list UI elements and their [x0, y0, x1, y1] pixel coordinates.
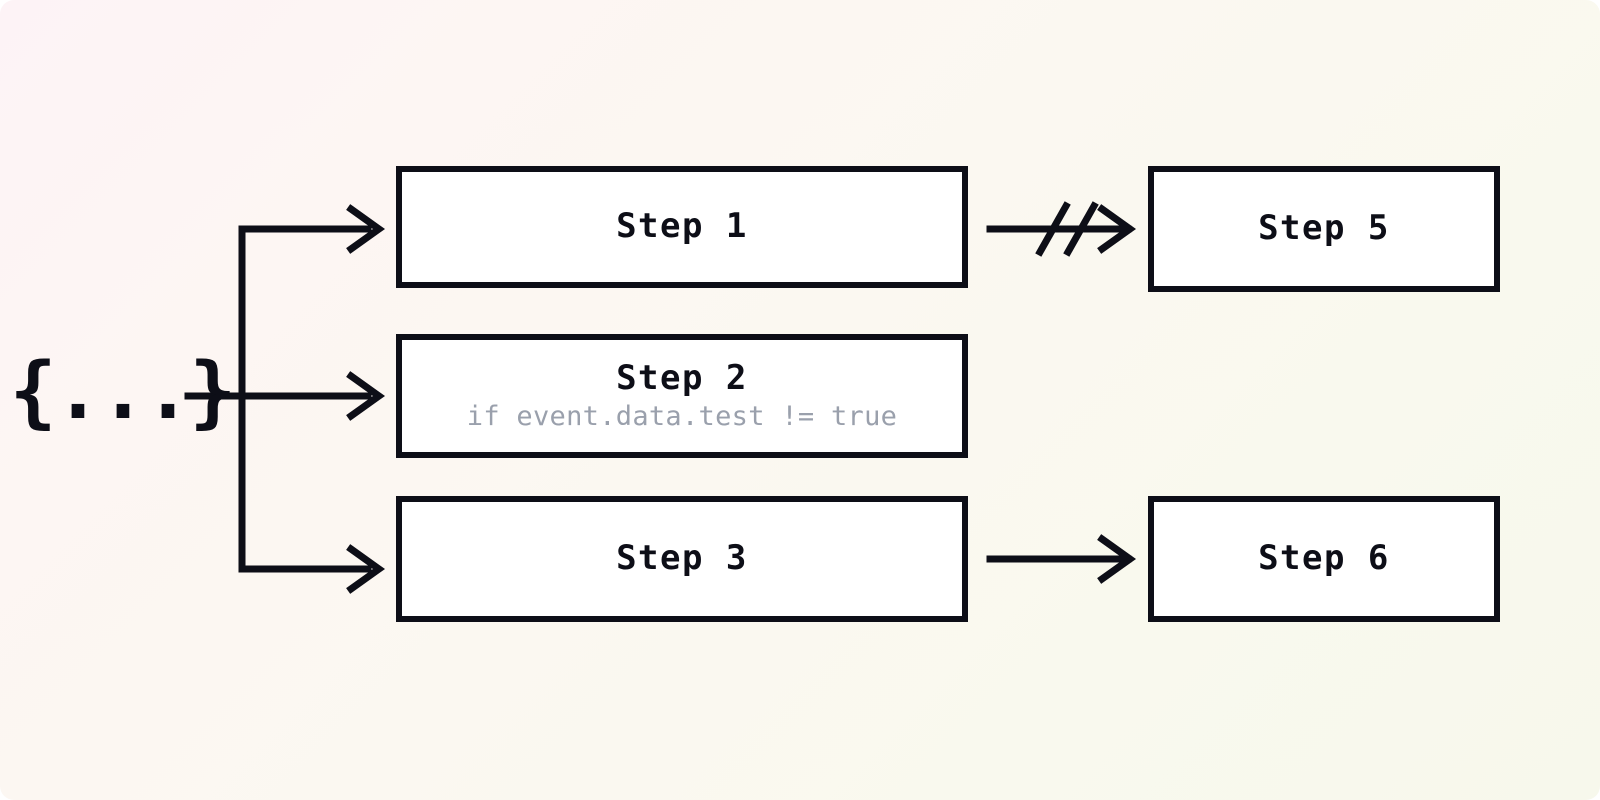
payload-node[interactable]: {...} — [10, 332, 237, 452]
node-step-3-title: Step 3 — [616, 538, 748, 579]
payload-braces-icon: {...} — [9, 347, 237, 437]
arrowhead-step6 — [1097, 534, 1137, 584]
arrowhead-step5 — [1097, 204, 1137, 254]
node-step-6[interactable]: Step 6 — [1148, 496, 1500, 622]
node-step-1[interactable]: Step 1 — [396, 166, 968, 288]
arrowhead-step2 — [346, 371, 386, 421]
arrowhead-step1 — [346, 204, 386, 254]
node-step-2[interactable]: Step 2 if event.data.test != true — [396, 334, 968, 458]
node-step-6-title: Step 6 — [1258, 538, 1390, 579]
edge-step1-to-step5 — [986, 201, 1137, 257]
node-step-5-title: Step 5 — [1258, 208, 1390, 249]
node-step-2-title: Step 2 — [616, 357, 748, 398]
node-step-3[interactable]: Step 3 — [396, 496, 968, 622]
edge-step3-to-step6 — [986, 534, 1137, 584]
break-slash-2 — [1063, 201, 1099, 257]
node-step-5[interactable]: Step 5 — [1148, 166, 1500, 292]
break-slash-1 — [1035, 201, 1071, 257]
arrowhead-step3 — [346, 544, 386, 594]
node-step-2-condition: if event.data.test != true — [466, 400, 898, 432]
node-step-1-title: Step 1 — [616, 206, 748, 247]
